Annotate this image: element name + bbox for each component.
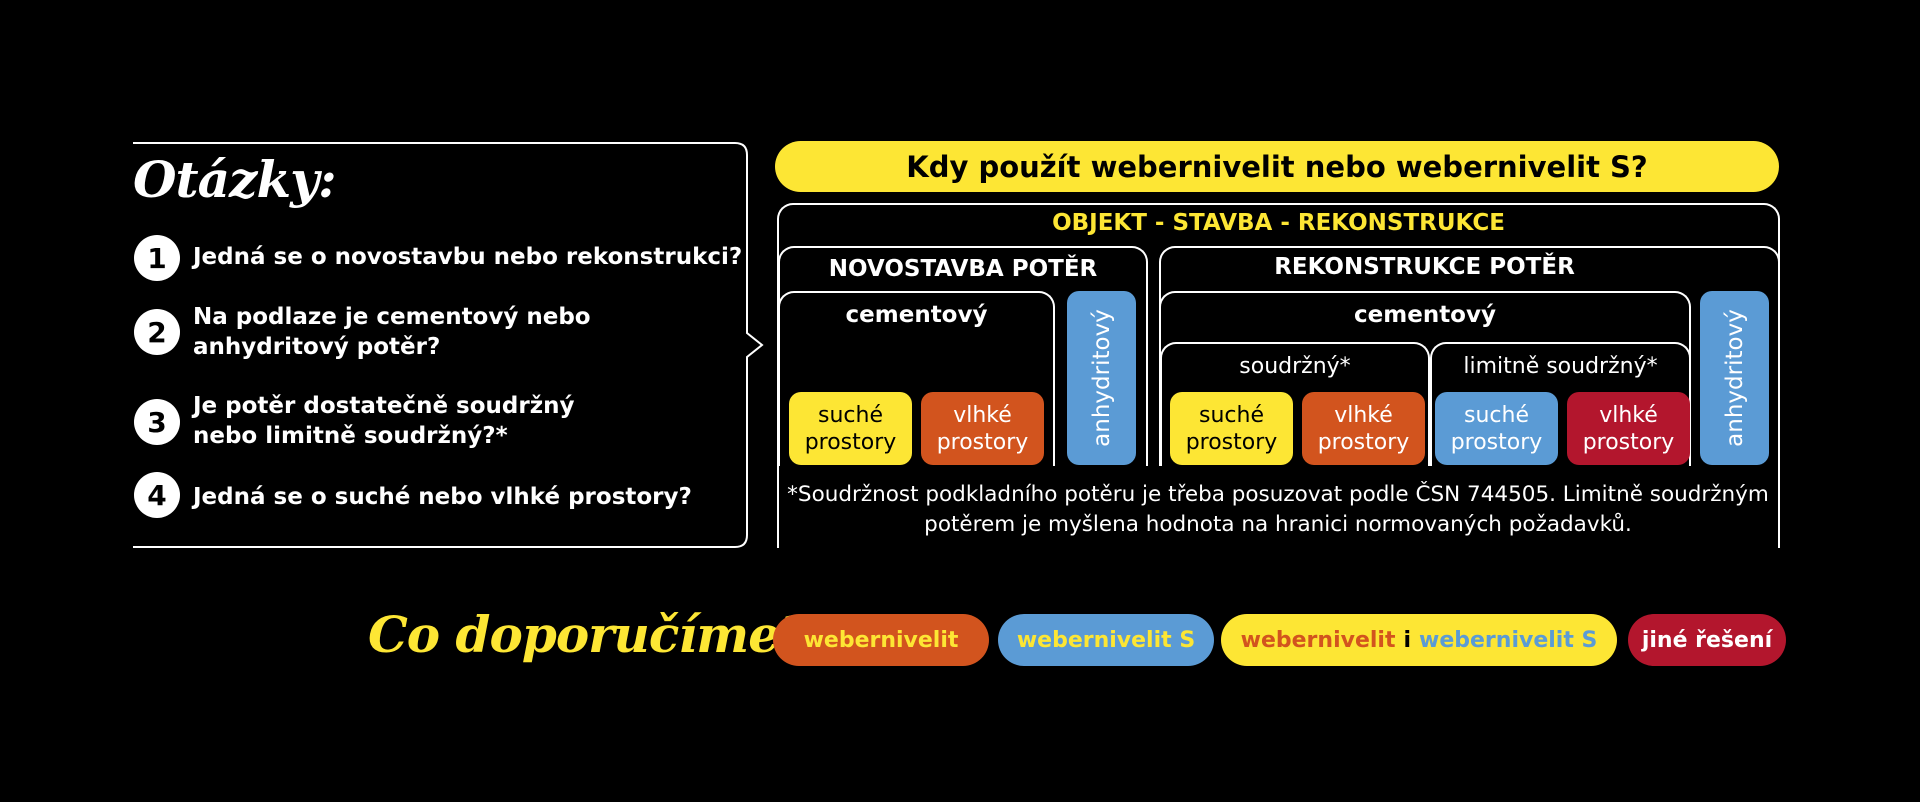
rekonstrukce-limitne-suche-chip: suché prostory — [1435, 392, 1558, 465]
limitne-label: limitně soudržný* — [1463, 354, 1658, 379]
novostavba-suche-chip: suché prostory — [789, 392, 912, 465]
soudrzny-label: soudržný* — [1239, 354, 1351, 379]
rekonstrukce-soudrzny-vlhke-chip: vlhké prostory — [1302, 392, 1425, 465]
legend-both-i: i — [1403, 627, 1412, 653]
novostavba-label: NOVOSTAVBA POTĚR — [828, 256, 1098, 282]
novostavba-anhydrit-label: anhydritový — [1088, 309, 1115, 447]
recommend-title: Co doporučíme? — [368, 605, 808, 664]
novostavba-cement-frame — [778, 291, 1055, 466]
legend-both: webernivelit i webernivelit S — [1221, 614, 1617, 666]
diagram-title: Kdy použít webernivelit nebo weberniveli… — [775, 141, 1779, 192]
legend-webernivelit: webernivelit — [773, 614, 989, 666]
novostavba-vlhke-chip: vlhké prostory — [921, 392, 1044, 465]
limitne-frame — [1430, 342, 1691, 466]
legend-webernivelit-label: webernivelit — [803, 627, 959, 653]
legend-both-a: webernivelit — [1240, 627, 1396, 653]
legend-webernivelit-s: webernivelit S — [998, 614, 1214, 666]
novostavba-cement-label: cementový — [845, 302, 988, 328]
question-number-2: 2 — [134, 309, 180, 355]
root-label: OBJEKT - STAVBA - REKONSTRUKCE — [1052, 210, 1505, 236]
legend-jine-reseni-label: jiné řešení — [1641, 627, 1773, 653]
legend-both-b: webernivelit S — [1419, 627, 1598, 653]
footnote: *Soudržnost podkladního potěru je třeba … — [787, 482, 1769, 537]
questions-title: Otázky: — [133, 150, 337, 209]
question-text-1: Jedná se o novostavbu nebo rekonstrukci? — [193, 244, 743, 270]
rekonstrukce-anhydrit-label: anhydritový — [1721, 309, 1748, 447]
question-text-4: Jedná se o suché nebo vlhké prostory? — [193, 484, 692, 510]
novostavba-anhydrit-chip: anhydritový — [1067, 291, 1136, 465]
question-text-3: Je potěr dostatečně soudržný nebo limitn… — [193, 393, 575, 449]
legend-jine-reseni: jiné řešení — [1628, 614, 1786, 666]
rekonstrukce-limitne-vlhke-chip: vlhké prostory — [1567, 392, 1690, 465]
rekonstrukce-soudrzny-suche-chip: suché prostory — [1170, 392, 1293, 465]
rekonstrukce-cement-label: cementový — [1354, 302, 1496, 328]
question-text-2: Na podlaze je cementový nebo anhydritový… — [193, 304, 591, 360]
question-number-4: 4 — [134, 472, 180, 518]
rekonstrukce-anhydrit-chip: anhydritový — [1700, 291, 1769, 465]
soudrzny-frame — [1160, 342, 1430, 466]
legend-webernivelit-s-label: webernivelit S — [1016, 627, 1196, 653]
question-number-3: 3 — [134, 399, 180, 445]
question-number-1: 1 — [134, 235, 180, 281]
rekonstrukce-label: REKONSTRUKCE POTĚR — [1274, 254, 1575, 280]
